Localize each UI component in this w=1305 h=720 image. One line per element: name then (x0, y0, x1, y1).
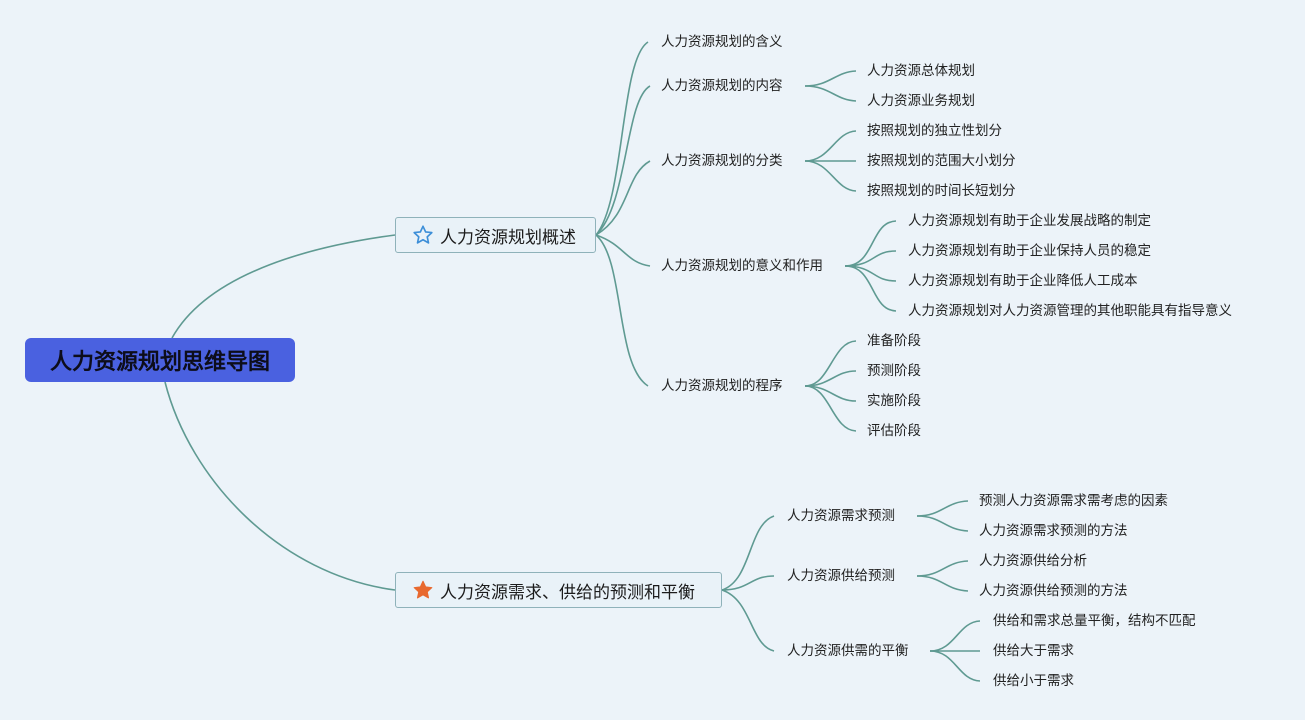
subtopic[interactable]: 供给和需求总量平衡，结构不匹配 (993, 613, 1196, 629)
connector (804, 385, 857, 432)
subtopic[interactable]: 按照规划的时间长短划分 (867, 183, 1016, 199)
connector (916, 575, 969, 592)
topic-procedure[interactable]: 人力资源规划的程序 (661, 378, 783, 394)
connector (804, 70, 857, 87)
topic-demand-forecast[interactable]: 人力资源需求预测 (787, 508, 895, 524)
topic-classification[interactable]: 人力资源规划的分类 (661, 153, 783, 169)
subtopic[interactable]: 人力资源业务规划 (867, 93, 975, 109)
subtopic[interactable]: 供给大于需求 (993, 643, 1074, 659)
connector (916, 515, 969, 532)
subtopic[interactable]: 预测人力资源需求需考虑的因素 (979, 493, 1168, 509)
branch-label: 人力资源规划概述 (440, 227, 576, 248)
connector (844, 250, 897, 267)
subtopic[interactable]: 按照规划的独立性划分 (867, 123, 1002, 139)
connector (804, 85, 857, 102)
connector (929, 620, 981, 652)
connector (804, 340, 857, 387)
topic-significance[interactable]: 人力资源规划的意义和作用 (661, 258, 823, 274)
topic-supply-forecast[interactable]: 人力资源供给预测 (787, 568, 895, 584)
topic-content[interactable]: 人力资源规划的内容 (661, 78, 783, 94)
connector (929, 650, 981, 682)
subtopic[interactable]: 人力资源规划有助于企业降低人工成本 (908, 273, 1138, 289)
connector (171, 234, 396, 339)
connector (164, 381, 396, 591)
subtopic[interactable]: 人力资源规划有助于企业保持人员的稳定 (908, 243, 1151, 259)
connector (916, 560, 969, 577)
subtopic[interactable]: 准备阶段 (867, 333, 921, 349)
connector (804, 160, 857, 192)
subtopic[interactable]: 人力资源总体规划 (867, 63, 975, 79)
connector (721, 575, 775, 591)
branch-label: 人力资源需求、供给的预测和平衡 (440, 582, 695, 603)
connector (844, 220, 897, 267)
connector (804, 130, 857, 162)
subtopic[interactable]: 人力资源供给分析 (979, 553, 1087, 569)
connector (916, 500, 969, 517)
topic-meaning[interactable]: 人力资源规划的含义 (661, 34, 783, 50)
star-filled-icon (412, 579, 434, 601)
connector (721, 589, 775, 652)
subtopic[interactable]: 预测阶段 (867, 363, 921, 379)
root-topic[interactable]: 人力资源规划思维导图 (25, 338, 295, 382)
connector (595, 234, 649, 387)
connector (595, 160, 651, 236)
subtopic[interactable]: 人力资源供给预测的方法 (979, 583, 1128, 599)
star-outline-icon (412, 224, 434, 246)
connector (721, 515, 775, 591)
branch-topic-overview[interactable]: 人力资源规划概述 (395, 217, 596, 253)
connector (844, 265, 897, 282)
subtopic[interactable]: 实施阶段 (867, 393, 921, 409)
subtopic[interactable]: 供给小于需求 (993, 673, 1074, 689)
connector (595, 41, 649, 236)
subtopic[interactable]: 人力资源规划有助于企业发展战略的制定 (908, 213, 1151, 229)
topic-supply-demand-balance[interactable]: 人力资源供需的平衡 (787, 643, 909, 659)
subtopic[interactable]: 按照规划的范围大小划分 (867, 153, 1016, 169)
connector (595, 85, 651, 236)
subtopic[interactable]: 评估阶段 (867, 423, 921, 439)
subtopic[interactable]: 人力资源规划对人力资源管理的其他职能具有指导意义 (908, 303, 1232, 319)
subtopic[interactable]: 人力资源需求预测的方法 (979, 523, 1128, 539)
connector (844, 265, 897, 312)
connector (595, 234, 651, 267)
branch-topic-forecast-balance[interactable]: 人力资源需求、供给的预测和平衡 (395, 572, 722, 608)
